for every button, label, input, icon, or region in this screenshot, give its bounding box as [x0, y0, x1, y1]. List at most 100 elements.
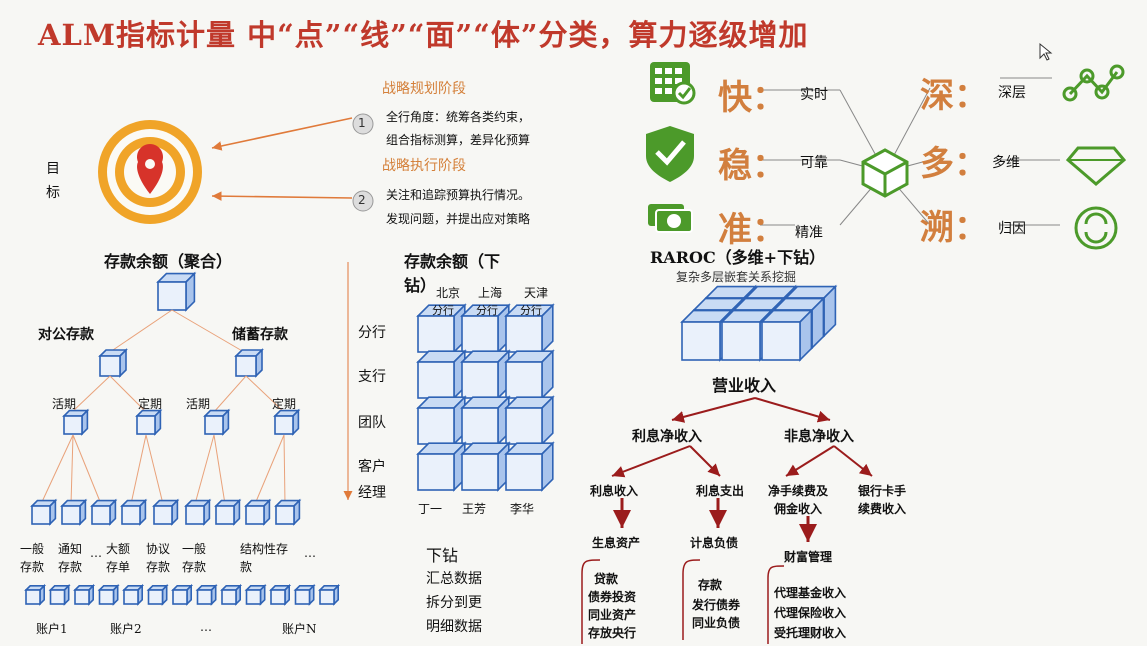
- agg-leaf-link-1-4: [145, 434, 164, 505]
- drill-cube-1-2: [505, 361, 543, 399]
- raroc-title: RAROC（多维+下钻）: [650, 248, 826, 267]
- stage1-desc-2: 组合指标测算，差异化预算: [386, 133, 531, 147]
- calculator-key: [655, 88, 662, 94]
- drill-col-tianjin: 天津: [524, 286, 549, 300]
- agg-leaf-link-2-5: [194, 434, 215, 505]
- sub-fixed-2: 定期: [272, 397, 297, 411]
- calculator-key: [655, 78, 662, 84]
- drill-cube-0-0: [417, 315, 455, 353]
- agg-leaf-cube-5-side: [203, 498, 211, 526]
- drill-row-manager: 经理: [358, 485, 386, 501]
- drill-name-2: 王芳: [462, 502, 487, 516]
- feature-fast-desc: 实时: [800, 87, 828, 103]
- agg-leaf-cube-7: [245, 505, 265, 525]
- drill-cube-label-1: 分行: [432, 304, 454, 317]
- drill-row-client: 客户: [358, 459, 386, 475]
- agg-leaf-cube-8-side: [293, 498, 301, 526]
- account-ellipsis: …: [200, 620, 212, 634]
- stage1-arrow: [211, 117, 353, 151]
- agg-leaf-cube-8: [275, 505, 295, 525]
- raroc-arrow-income: [611, 445, 691, 478]
- raroc-arrow-expense: [689, 445, 721, 477]
- calculator-check-mark: [677, 87, 692, 100]
- feature-trace: 溯：: [920, 208, 988, 248]
- raroc-asset-3: 同业资产: [588, 608, 637, 622]
- calculator-key: [675, 78, 682, 84]
- agg-leaf-cube-2-side: [109, 498, 117, 526]
- feature-stable-desc: 可靠: [800, 155, 828, 171]
- slide-title: ALM指标计量 中“点”“线”“面”“体”分类，算力逐级增加: [38, 18, 809, 52]
- agg-root-cube: [157, 281, 187, 311]
- agg-leaf-link-2-6: [213, 434, 226, 505]
- agg-leaf-link-0-1: [70, 434, 74, 505]
- refresh-icon: [1074, 206, 1118, 250]
- drill-title-1: 存款余额（下: [404, 252, 501, 271]
- agg-sub-cube-2-side: [222, 408, 230, 436]
- raroc-root: 营业收入: [712, 376, 777, 395]
- feature-deep: 深：: [920, 76, 988, 116]
- raroc-asset-4: 存放央行: [588, 626, 637, 640]
- feature-fast: 快：: [718, 78, 786, 118]
- raroc-l3-liabilities: 计息负债: [690, 536, 739, 550]
- feature-trace-desc: 归因: [998, 221, 1026, 237]
- calculator-key: [655, 68, 662, 74]
- money-icon-coin: [667, 214, 681, 228]
- agg-account-cube-11: [294, 589, 311, 605]
- raroc-liab-3: 同业负债: [692, 616, 741, 630]
- agg-leaf-link-0-0: [40, 434, 74, 505]
- drill-name-1: 丁一: [418, 502, 443, 516]
- raroc-liab-1: 存款: [698, 578, 723, 592]
- agg-sub-link-1: [109, 375, 147, 413]
- feature-multi-desc: 多维: [992, 155, 1020, 171]
- agg-leaf-cube-0-side: [49, 498, 57, 526]
- drill-cube-1-0: [417, 361, 455, 399]
- agg-account-cube-9: [245, 589, 262, 605]
- raroc-bracket-assets: [581, 559, 601, 644]
- agg-sub-cube-1-side: [154, 408, 162, 436]
- raroc-l1-noninterest: 非息净收入: [784, 429, 854, 445]
- raroc-l2-fee-2: 佣金收入: [774, 502, 823, 516]
- network-node-2: [1094, 84, 1110, 100]
- drill-row-branch: 分行: [358, 325, 386, 341]
- goal-label-2: 标: [46, 185, 60, 201]
- leaf-notice: 通知存款: [58, 542, 83, 574]
- account-n: 账户N: [282, 622, 317, 636]
- sub-current-2: 活期: [186, 397, 211, 411]
- agg-account-cube-3: [98, 589, 115, 605]
- aggregate-left: 对公存款: [38, 327, 94, 343]
- network-node-3: [1109, 64, 1125, 80]
- agg-account-cube-4: [123, 589, 139, 605]
- raroc-bracket-wealth: [767, 565, 785, 644]
- stage1-badge: [352, 113, 374, 135]
- stage2-arrow: [211, 191, 353, 201]
- agg-leaf-link-3-8: [283, 434, 286, 505]
- sub-current-1: 活期: [52, 397, 77, 411]
- agg-account-cube-6: [172, 589, 188, 605]
- feature-accurate: 准：: [718, 210, 786, 250]
- drill-cube-2-1: [461, 407, 499, 445]
- refresh-arrow-1: [1084, 212, 1108, 225]
- raroc-cube-0-1: [721, 321, 761, 361]
- agg-link-left: [109, 309, 173, 353]
- agg-corporate-cube: [99, 355, 121, 377]
- raroc-l3-wealth: 财富管理: [784, 550, 833, 564]
- mouse-cursor-icon: [1039, 42, 1053, 61]
- agg-account-cube-5: [147, 589, 164, 605]
- drill-cube-2-0: [417, 407, 455, 445]
- agg-account-cube-12: [319, 589, 335, 605]
- stage1-number: 1: [358, 116, 366, 130]
- drill-note-title: 下钻: [426, 546, 459, 565]
- agg-retail-cube: [235, 355, 257, 377]
- agg-link-right: [171, 309, 245, 353]
- agg-sub-cube-3: [274, 415, 294, 435]
- goal-label-1: 目: [46, 161, 60, 177]
- raroc-arrow-l1-left: [671, 397, 756, 423]
- agg-account-cube-0: [25, 589, 41, 605]
- agg-leaf-cube-5: [185, 505, 205, 525]
- feature-deep-desc: 深层: [998, 85, 1026, 101]
- agg-leaf-cube-2: [91, 505, 111, 525]
- agg-sub-cube-3-side: [292, 408, 300, 436]
- drill-cube-label-3: 分行: [520, 304, 542, 317]
